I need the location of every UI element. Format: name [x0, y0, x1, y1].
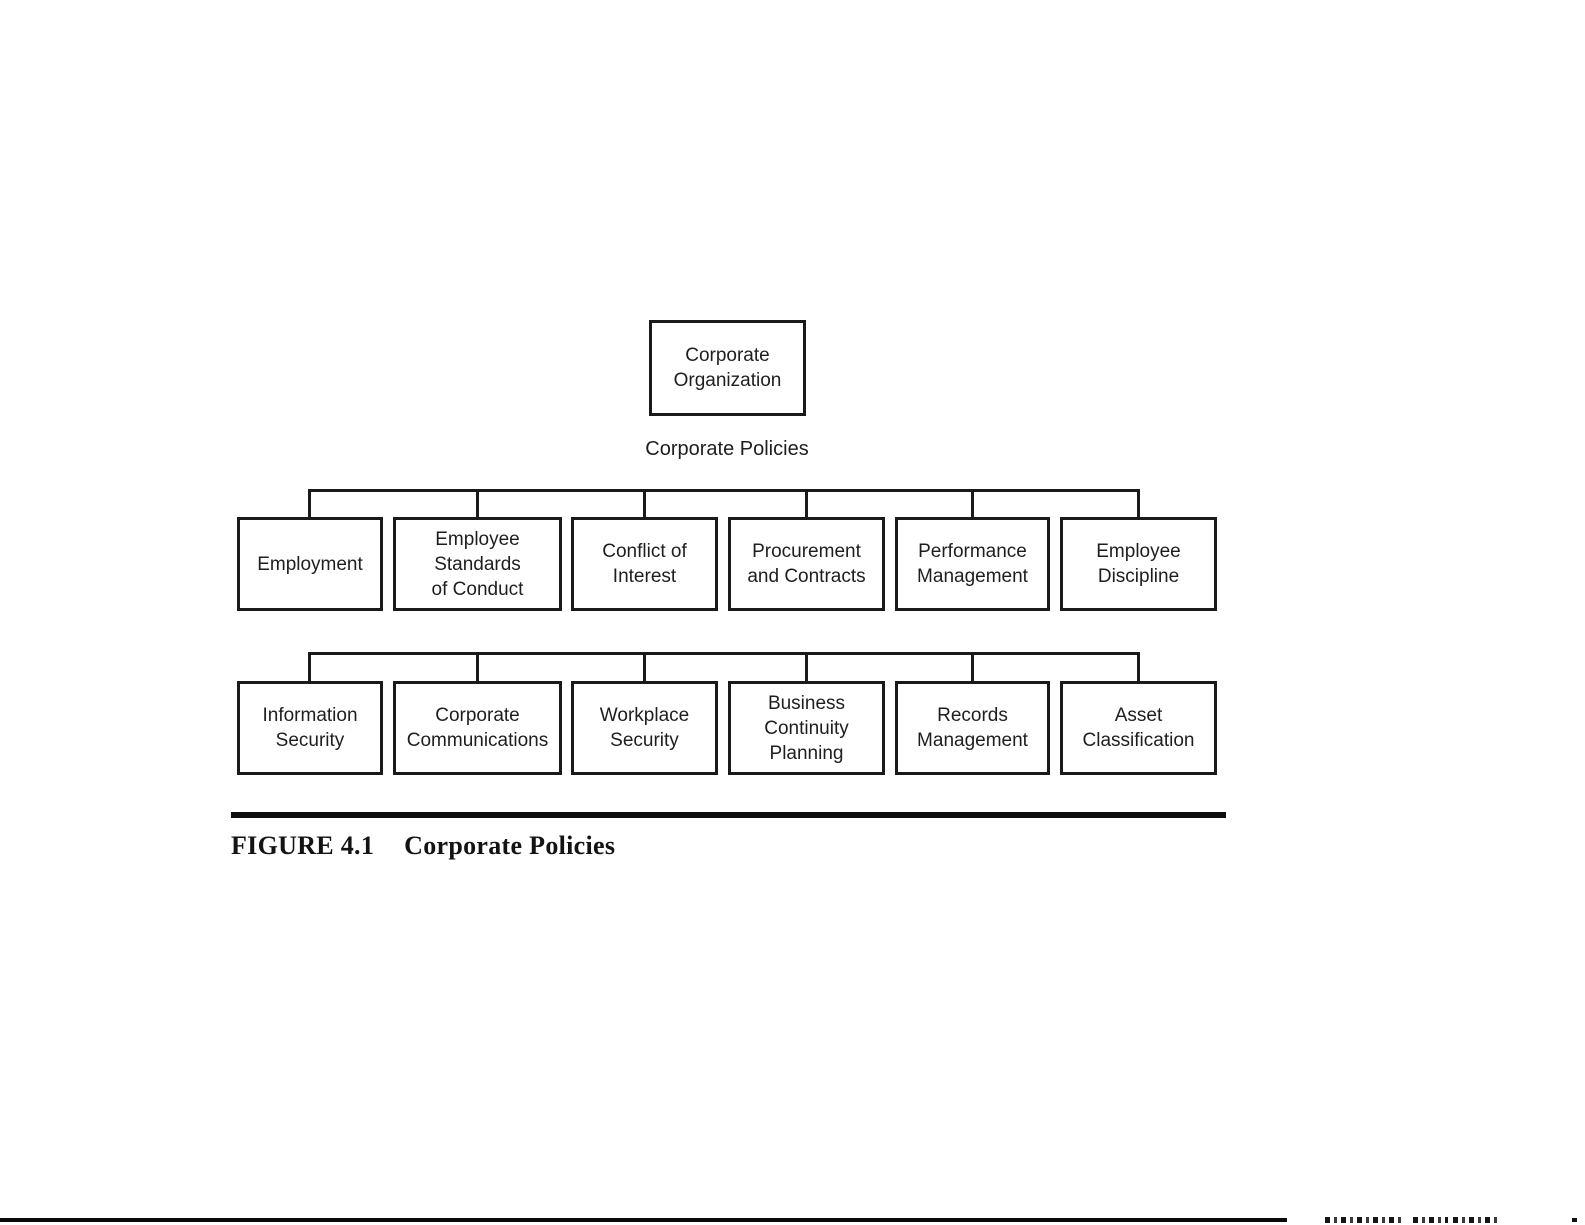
- node-employment: Employment: [237, 517, 383, 611]
- node-procurement-and-contracts: Procurement and Contracts: [728, 517, 885, 611]
- figure-caption: FIGURE 4.1 Corporate Policies: [231, 831, 615, 861]
- corporate-policies-label: Corporate Policies: [645, 438, 809, 460]
- scan-artifact-dot: [1572, 1218, 1577, 1222]
- node-employee-standards-of-conduct: Employee Standards of Conduct: [393, 517, 562, 611]
- node-asset-classification: Asset Classification: [1060, 681, 1217, 775]
- figure-caption-label: FIGURE 4.1: [231, 831, 375, 860]
- connector-drop: [971, 652, 974, 682]
- connector-drop: [1137, 652, 1140, 682]
- scan-artifact-dashes: [1453, 1217, 1500, 1223]
- connector-drop: [805, 489, 808, 519]
- connector-drop: [476, 652, 479, 682]
- scan-artifact-dashes: [1325, 1217, 1405, 1223]
- node-business-continuity-planning: Business Continuity Planning: [728, 681, 885, 775]
- figure-caption-title: Corporate Policies: [404, 831, 616, 860]
- node-corporate-communications: Corporate Communications: [393, 681, 562, 775]
- connector-drop: [308, 489, 311, 519]
- node-conflict-of-interest: Conflict of Interest: [571, 517, 718, 611]
- connector-drop: [805, 652, 808, 682]
- node-workplace-security: Workplace Security: [571, 681, 718, 775]
- node-corporate-organization: Corporate Organization: [649, 320, 806, 416]
- connector-drop: [643, 489, 646, 519]
- page-edge-bar: [0, 1218, 1287, 1222]
- node-records-management: Records Management: [895, 681, 1050, 775]
- node-performance-management: Performance Management: [895, 517, 1050, 611]
- connector-drop: [643, 652, 646, 682]
- caption-rule: [231, 812, 1226, 818]
- connector-bus-row1: [309, 489, 1139, 492]
- connector-drop: [308, 652, 311, 682]
- connector-drop: [476, 489, 479, 519]
- connector-drop: [971, 489, 974, 519]
- connector-drop: [1137, 489, 1140, 519]
- node-employee-discipline: Employee Discipline: [1060, 517, 1217, 611]
- node-information-security: Information Security: [237, 681, 383, 775]
- connector-bus-row2: [309, 652, 1139, 655]
- scan-artifact-dashes: [1413, 1217, 1448, 1223]
